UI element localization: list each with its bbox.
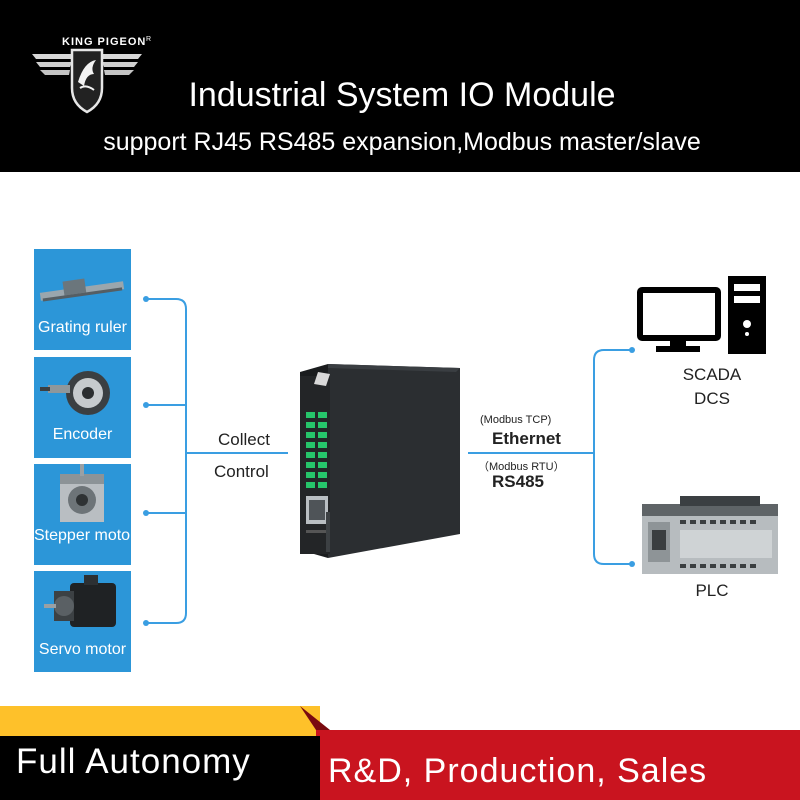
grating-ruler-icon bbox=[39, 278, 125, 302]
footer-autonomy-label: Full Autonomy bbox=[16, 742, 251, 781]
input-label-grating-ruler: Grating ruler bbox=[38, 319, 127, 336]
footer-divider-shape bbox=[300, 706, 330, 800]
footer-black-band bbox=[0, 736, 300, 800]
footer-rnd-label: R&D, Production, Sales bbox=[328, 752, 708, 790]
king-pigeon-logo-icon bbox=[32, 48, 142, 114]
plc-icon bbox=[642, 496, 778, 574]
encoder-icon bbox=[40, 371, 110, 415]
footer-red-band bbox=[316, 730, 800, 800]
modbus-tcp-label: (Modbus TCP) bbox=[480, 414, 552, 426]
control-label: Control bbox=[214, 462, 269, 481]
header-banner: KING PIGEON R Industrial System IO Modul… bbox=[0, 0, 800, 172]
page-subtitle: support RJ45 RS485 expansion,Modbus mast… bbox=[103, 128, 701, 156]
computer-icon bbox=[637, 276, 766, 354]
registered-mark: R bbox=[146, 36, 152, 43]
page-title: Industrial System IO Module bbox=[188, 76, 616, 114]
input-label-encoder: Encoder bbox=[52, 426, 113, 443]
dcs-label: DCS bbox=[694, 389, 730, 408]
input-tile-grating-ruler: Grating ruler bbox=[34, 249, 131, 350]
stepper-motor-icon bbox=[60, 464, 104, 522]
input-tile-stepper-motor: Stepper motor bbox=[34, 464, 131, 565]
input-tile-servo-motor: Servo motor bbox=[34, 571, 131, 672]
servo-motor-icon bbox=[44, 575, 116, 627]
ethernet-label: Ethernet bbox=[492, 429, 561, 448]
modbus-rtu-label: （Modbus RTU） bbox=[478, 461, 565, 473]
input-tile-encoder: Encoder bbox=[34, 357, 131, 458]
plc-label: PLC bbox=[695, 581, 729, 600]
input-label-servo-motor: Servo motor bbox=[38, 641, 127, 658]
io-module-device bbox=[300, 364, 460, 558]
rs485-label: RS485 bbox=[492, 472, 544, 491]
brand-name: KING PIGEON bbox=[62, 36, 147, 48]
collect-label: Collect bbox=[218, 430, 270, 449]
input-label-stepper-motor: Stepper motor bbox=[34, 527, 131, 544]
scada-label: SCADA bbox=[682, 365, 742, 384]
